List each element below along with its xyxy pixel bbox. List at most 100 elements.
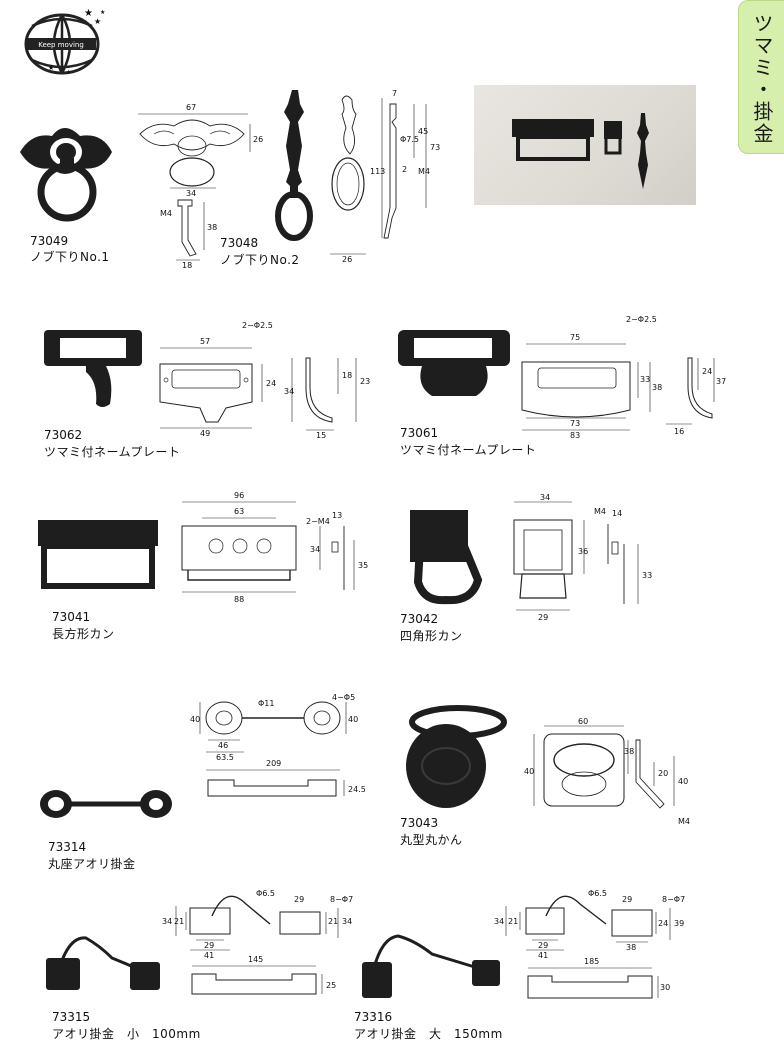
product-image-73049 bbox=[20, 128, 112, 222]
dim-pin: Φ6.5 bbox=[588, 889, 607, 898]
product-name-73314: 丸座アオリ掛金 bbox=[48, 857, 136, 871]
product-image-73048 bbox=[275, 90, 313, 241]
dim-height: 34 bbox=[162, 917, 172, 926]
dim-depth: 30 bbox=[660, 983, 670, 992]
dim-s: 29 bbox=[204, 941, 214, 950]
dim-depth: 25 bbox=[326, 981, 336, 990]
dim-inner: 21 bbox=[174, 917, 184, 926]
dim-width: 67 bbox=[186, 103, 196, 112]
dim-d: 2 bbox=[402, 165, 407, 174]
product-code-73061: 73061 bbox=[400, 426, 439, 440]
star-icon: ★ bbox=[48, 64, 54, 72]
dim-width: 34 bbox=[540, 493, 550, 502]
product-name-73043: 丸型丸かん bbox=[400, 833, 463, 847]
dim-pin: Φ7.5 bbox=[400, 135, 419, 144]
dim-b: 63.5 bbox=[216, 753, 234, 762]
dim-height-right: 39 bbox=[674, 919, 684, 928]
dim-base: 49 bbox=[200, 429, 210, 438]
dim-base: 29 bbox=[538, 613, 548, 622]
dim-height-right: 40 bbox=[678, 777, 688, 786]
category-tab[interactable]: ツマミ・掛金 bbox=[738, 0, 784, 154]
product-image-73314 bbox=[40, 790, 172, 818]
dim-top: 7 bbox=[392, 89, 397, 98]
dim-overall: 23 bbox=[360, 377, 370, 386]
product-photo-image bbox=[512, 113, 649, 189]
product-name-73061: ツマミ付ネームプレート bbox=[400, 443, 537, 457]
product-code-73049: 73049 bbox=[30, 234, 69, 248]
dim-ring: 38 bbox=[624, 747, 634, 756]
product-code-73062: 73062 bbox=[44, 428, 83, 442]
product-image-73061 bbox=[398, 330, 510, 396]
dim-length: 145 bbox=[248, 955, 263, 964]
drawing-73315: Φ6.5 29 8−Φ7 34 21 21 34 29 41 145 25 bbox=[162, 889, 353, 995]
dim-depth: 35 bbox=[358, 561, 368, 570]
dim-ring: 34 bbox=[186, 189, 196, 198]
dim-foot: 15 bbox=[316, 431, 326, 440]
dim-inner: 21 bbox=[508, 917, 518, 926]
product-code-73043: 73043 bbox=[400, 816, 439, 830]
product-image-73041 bbox=[38, 520, 158, 589]
product-code-73315: 73315 bbox=[52, 1010, 91, 1024]
logo-text: Keep moving bbox=[38, 41, 84, 49]
dim-pin: Φ6.5 bbox=[256, 889, 275, 898]
drawing-73061: 75 2−Φ2.5 33 38 73 83 24 37 16 bbox=[521, 315, 726, 440]
dim-inner-right: 24 bbox=[658, 919, 668, 928]
dim-width: 60 bbox=[578, 717, 588, 726]
drawing-73049: 67 26 34 M4 38 18 bbox=[138, 103, 263, 270]
dim-height: 34 bbox=[494, 917, 504, 926]
dim-height: 24 bbox=[266, 379, 276, 388]
dim-height: 26 bbox=[253, 135, 263, 144]
product-name-73315: アオリ掛金 小 100mm bbox=[52, 1027, 201, 1041]
dim-height: 33 bbox=[640, 375, 650, 384]
dim-hole: 8−Φ7 bbox=[662, 895, 685, 904]
dim-pin: Φ11 bbox=[258, 699, 274, 708]
dim-thread: M4 bbox=[594, 507, 606, 516]
dim-width: 57 bbox=[200, 337, 210, 346]
dim-total: 113 bbox=[370, 167, 385, 176]
dim-thread: 2−M4 bbox=[306, 517, 330, 526]
product-code-73041: 73041 bbox=[52, 610, 91, 624]
star-icon: ★ bbox=[84, 8, 93, 19]
dim-base: 83 bbox=[570, 431, 580, 440]
dim-side: 18 bbox=[342, 371, 352, 380]
category-tab-label: ツマミ・掛金 bbox=[750, 13, 774, 145]
company-logo: Keep moving ★ ★ ★ ★ ★ bbox=[24, 8, 105, 76]
dim-hole: 8−Φ7 bbox=[330, 895, 353, 904]
dim-hole: 2−Φ2.5 bbox=[242, 321, 273, 330]
dim-length: 38 bbox=[207, 223, 217, 232]
dim-s: 29 bbox=[538, 941, 548, 950]
dim-width: 75 bbox=[570, 333, 580, 342]
dim-b: 41 bbox=[538, 951, 548, 960]
dim-a: 29 bbox=[622, 895, 632, 904]
product-code-73048: 73048 bbox=[220, 236, 259, 250]
dim-inner: 73 bbox=[570, 419, 580, 428]
dim-a: 20 bbox=[658, 769, 668, 778]
dim-depth: 33 bbox=[642, 571, 652, 580]
dim-base: 88 bbox=[234, 595, 244, 604]
dim-thread: M4 bbox=[418, 167, 430, 176]
dim-hole: 4−Φ5 bbox=[332, 693, 355, 702]
dim-height: 40 bbox=[524, 767, 534, 776]
product-code-73042: 73042 bbox=[400, 612, 439, 626]
product-image-73316 bbox=[362, 934, 500, 998]
dim-side: 24 bbox=[702, 367, 712, 376]
product-name-73042: 四角形カン bbox=[400, 629, 463, 643]
dim-length: 185 bbox=[584, 957, 599, 966]
dim-height: 73 bbox=[430, 143, 440, 152]
dim-height: 34 bbox=[310, 545, 320, 554]
star-icon: ★ bbox=[66, 69, 71, 76]
drawing-73048: 26 113 7 Φ7.5 45 73 2 M4 bbox=[330, 89, 440, 264]
dim-width: 96 bbox=[234, 491, 244, 500]
drawing-73062: 57 2−Φ2.5 24 49 34 18 23 15 bbox=[159, 321, 370, 440]
dim-inner-right: 21 bbox=[328, 917, 338, 926]
dim-height-overall: 38 bbox=[652, 383, 662, 392]
dim-base: 18 bbox=[182, 261, 192, 270]
dim-a: 29 bbox=[294, 895, 304, 904]
product-image-73042 bbox=[410, 510, 483, 605]
dim-length: 209 bbox=[266, 759, 281, 768]
star-icon: ★ bbox=[100, 9, 105, 16]
dim-inner: 63 bbox=[234, 507, 244, 516]
dim-side: 14 bbox=[612, 509, 622, 518]
drawing-73041: 96 63 88 2−M4 34 13 35 bbox=[181, 491, 368, 604]
product-name-73062: ツマミ付ネームプレート bbox=[44, 445, 181, 459]
